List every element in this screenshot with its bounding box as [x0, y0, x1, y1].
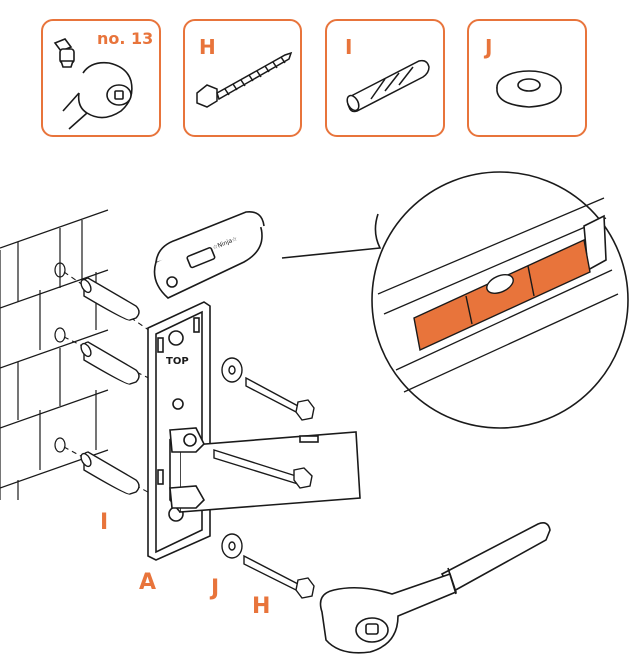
- part-label-h: H: [199, 35, 216, 59]
- callout-washer-label: J: [211, 576, 220, 601]
- lag-screws: [213, 376, 315, 599]
- lag-screw-icon: [196, 51, 293, 108]
- bubble-vial: [413, 238, 591, 352]
- part-label-ratchet: no. 13: [97, 29, 154, 48]
- part-box-j: J: [467, 19, 587, 137]
- bracket-top-mark: TOP: [166, 356, 189, 367]
- callout-anchor-label: I: [100, 510, 109, 535]
- callout-bracket-label: A: [139, 570, 157, 595]
- callout-screw-label: H: [252, 594, 271, 619]
- washers: [221, 357, 243, 559]
- spirit-level-tool: [153, 210, 265, 299]
- part-box-ratchet: no. 13: [41, 19, 161, 137]
- part-label-i: I: [345, 35, 353, 59]
- ratchet-wrench-socket-icon: [53, 38, 133, 130]
- brick-wall: [0, 209, 109, 500]
- anchor-plugs: [80, 277, 140, 495]
- ratchet-wrench: [319, 522, 551, 654]
- washer-icon: [496, 70, 562, 108]
- part-label-j: J: [485, 35, 493, 59]
- wall-plug-anchor-icon: [346, 59, 430, 113]
- part-box-h: H: [183, 19, 302, 137]
- part-box-i: I: [325, 19, 445, 137]
